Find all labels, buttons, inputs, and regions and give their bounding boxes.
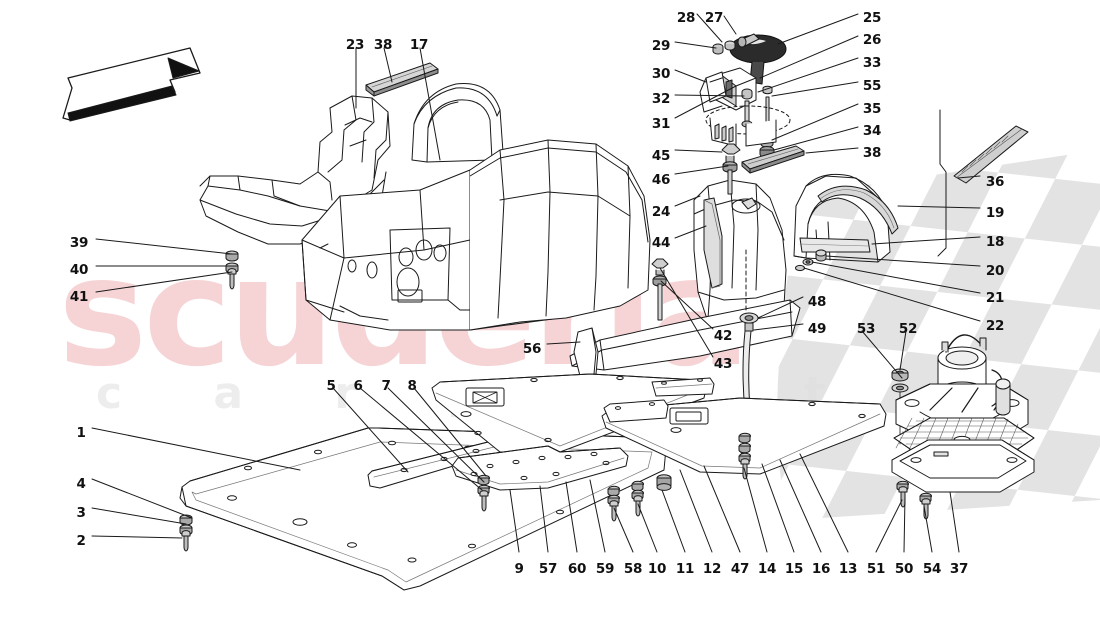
callout-number-43: 43 bbox=[713, 356, 733, 372]
part-rear-wheel-housing bbox=[793, 173, 899, 272]
callout-number-47: 47 bbox=[730, 561, 750, 577]
callout-number-24: 24 bbox=[651, 204, 671, 220]
callout-number-55: 55 bbox=[862, 78, 882, 94]
part-sill-trim-strip-right bbox=[741, 145, 805, 174]
part-shift-lever-assembly bbox=[699, 33, 791, 158]
callout-number-23: 23 bbox=[345, 37, 365, 53]
callout-number-14: 14 bbox=[757, 561, 777, 577]
callout-number-9: 9 bbox=[514, 561, 524, 577]
callout-number-41: 41 bbox=[69, 289, 89, 305]
callout-number-16: 16 bbox=[811, 561, 831, 577]
callout-number-15: 15 bbox=[784, 561, 804, 577]
callout-number-58: 58 bbox=[623, 561, 643, 577]
callout-number-22: 22 bbox=[985, 318, 1005, 334]
callout-number-20: 20 bbox=[985, 263, 1005, 279]
callout-number-28: 28 bbox=[676, 10, 696, 26]
callout-number-50: 50 bbox=[894, 561, 914, 577]
fastener-50-51 bbox=[896, 480, 932, 520]
fastener-45-46 bbox=[721, 143, 741, 195]
callout-number-31: 31 bbox=[651, 116, 671, 132]
callout-number-4: 4 bbox=[76, 476, 86, 492]
callout-number-8: 8 bbox=[407, 378, 417, 394]
callout-number-21: 21 bbox=[985, 290, 1005, 306]
direction-arrow-icon bbox=[62, 47, 201, 122]
callout-number-26: 26 bbox=[862, 32, 882, 48]
part-suspension-mount-assembly bbox=[891, 334, 1035, 493]
callout-number-35: 35 bbox=[862, 101, 882, 117]
callout-number-7: 7 bbox=[381, 378, 391, 394]
part-insulation-strip bbox=[953, 125, 1029, 184]
callout-number-30: 30 bbox=[651, 66, 671, 82]
part-sill-trim-strip-top bbox=[365, 62, 439, 97]
callout-number-10: 10 bbox=[647, 561, 667, 577]
callout-number-45: 45 bbox=[651, 148, 671, 164]
callout-number-5: 5 bbox=[326, 378, 336, 394]
callout-number-44: 44 bbox=[651, 235, 671, 251]
part-rear-bulkhead bbox=[469, 139, 651, 331]
callout-number-37: 37 bbox=[949, 561, 969, 577]
callout-number-52: 52 bbox=[898, 321, 918, 337]
callout-number-53: 53 bbox=[856, 321, 876, 337]
callout-number-56: 56 bbox=[522, 341, 542, 357]
callout-number-18: 18 bbox=[985, 234, 1005, 250]
fastener-42-43 bbox=[651, 258, 669, 321]
callout-number-32: 32 bbox=[651, 91, 671, 107]
fastener-6-7-8 bbox=[477, 474, 490, 512]
callout-number-57: 57 bbox=[538, 561, 558, 577]
callout-number-51: 51 bbox=[866, 561, 886, 577]
callout-number-40: 40 bbox=[69, 262, 89, 278]
callout-number-29: 29 bbox=[651, 38, 671, 54]
callout-number-27: 27 bbox=[704, 10, 724, 26]
callout-number-38: 38 bbox=[862, 145, 882, 161]
callout-number-60: 60 bbox=[567, 561, 587, 577]
callout-number-25: 25 bbox=[862, 10, 882, 26]
callout-number-42: 42 bbox=[713, 328, 733, 344]
callout-number-6: 6 bbox=[353, 378, 363, 394]
callout-number-39: 39 bbox=[69, 235, 89, 251]
callout-number-19: 19 bbox=[985, 205, 1005, 221]
callout-number-33: 33 bbox=[862, 55, 882, 71]
fastener-stack-center-b bbox=[631, 480, 644, 517]
leader-lines bbox=[91, 13, 981, 553]
callout-number-17: 17 bbox=[409, 37, 429, 53]
callout-number-1: 1 bbox=[76, 425, 86, 441]
bracket-outline-right bbox=[937, 109, 947, 257]
callout-number-54: 54 bbox=[922, 561, 942, 577]
callout-number-59: 59 bbox=[595, 561, 615, 577]
callout-number-34: 34 bbox=[862, 123, 882, 139]
callout-number-48: 48 bbox=[807, 294, 827, 310]
fastener-2-3-4 bbox=[179, 514, 193, 552]
callout-number-2: 2 bbox=[76, 533, 86, 549]
callout-number-38: 38 bbox=[373, 37, 393, 53]
callout-number-13: 13 bbox=[838, 561, 858, 577]
callout-number-49: 49 bbox=[807, 321, 827, 337]
callout-number-3: 3 bbox=[76, 505, 86, 521]
callout-number-46: 46 bbox=[651, 172, 671, 188]
callout-number-12: 12 bbox=[702, 561, 722, 577]
callout-number-36: 36 bbox=[985, 174, 1005, 190]
fastener-stack-center-c bbox=[656, 474, 672, 491]
callout-number-11: 11 bbox=[675, 561, 695, 577]
